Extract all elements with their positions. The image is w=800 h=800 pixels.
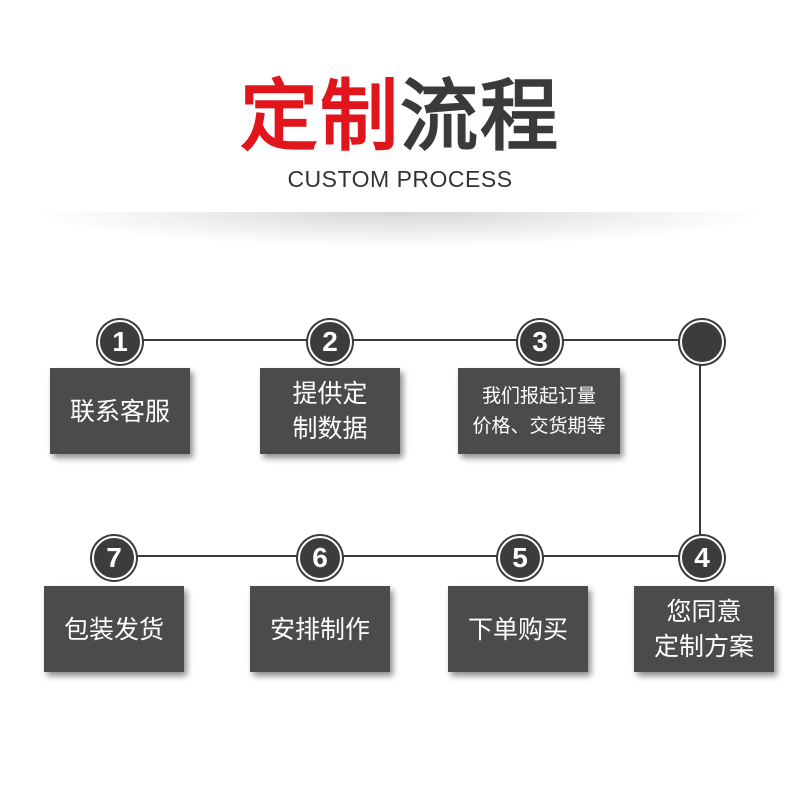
step-3-number: 3 <box>518 320 562 364</box>
step-7-box: 包装发货 <box>44 586 184 672</box>
corner-node <box>680 320 724 364</box>
step-5-label: 下单购买 <box>467 614 568 644</box>
step-2-number: 2 <box>308 320 352 364</box>
step-6-number: 6 <box>298 536 342 580</box>
step-5-box: 下单购买 <box>448 586 588 672</box>
step-4-label-line-2: 定制方案 <box>653 632 754 661</box>
step-2-label-line-2: 制数据 <box>292 414 368 443</box>
step-2-box: 提供定制数据 <box>260 368 400 454</box>
step-7-label: 包装发货 <box>63 614 164 644</box>
step-1-box: 联系客服 <box>50 368 190 454</box>
step-4-box: 您同意定制方案 <box>634 586 774 672</box>
step-3-label-line-1: 我们报起订量 <box>481 385 596 407</box>
step-4-label-line-1: 您同意 <box>666 597 742 626</box>
step-3-box: 我们报起订量价格、交货期等 <box>458 368 620 454</box>
page-subtitle: CUSTOM PROCESS <box>287 166 513 192</box>
step-5-number: 5 <box>498 536 542 580</box>
title-accent: 定制 <box>239 72 400 162</box>
step-6-label: 安排制作 <box>269 614 370 644</box>
step-1-number: 1 <box>98 320 142 364</box>
step-7-number: 7 <box>92 536 136 580</box>
step-1-label: 联系客服 <box>69 396 170 426</box>
title-main: 流程 <box>400 72 561 162</box>
step-4-number: 4 <box>680 536 724 580</box>
header-shadow-divider <box>40 212 760 246</box>
step-2-label-line-1: 提供定 <box>292 379 368 408</box>
step-6-box: 安排制作 <box>250 586 390 672</box>
step-3-label-line-2: 价格、交货期等 <box>472 415 606 437</box>
page-title: 定制流程 <box>0 72 800 162</box>
